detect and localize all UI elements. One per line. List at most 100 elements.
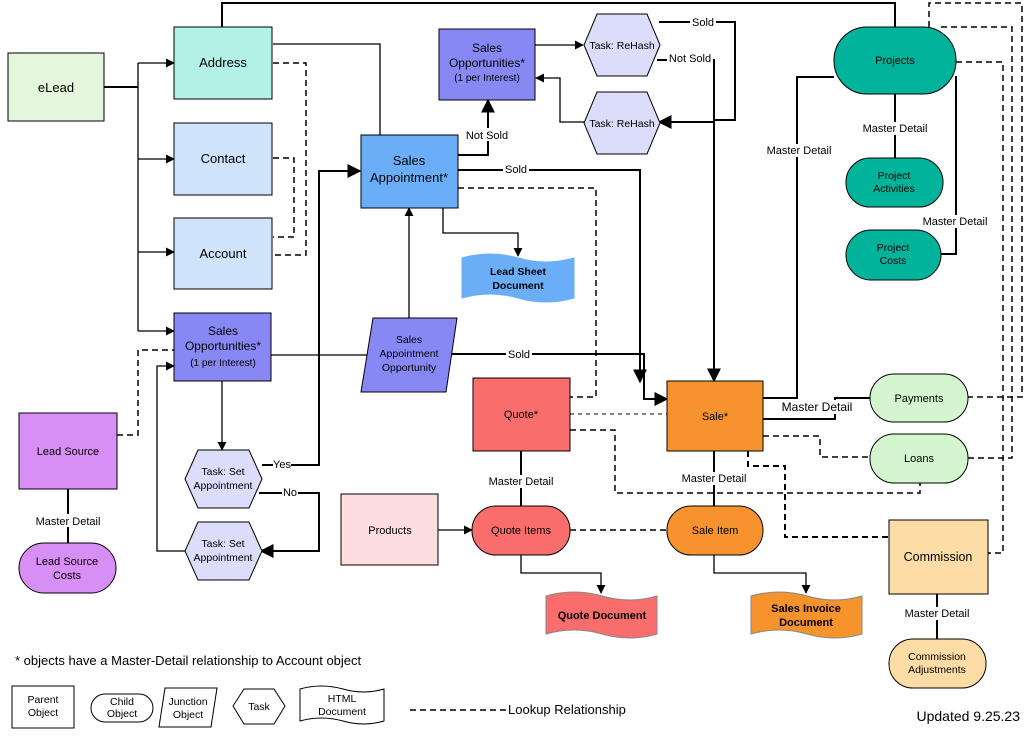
- quote-document-label: Quote Document: [558, 610, 647, 622]
- lead-source-node: [18, 412, 118, 490]
- task-rehash-1: [583, 13, 661, 77]
- project-activities-node: [845, 157, 944, 208]
- quote-node: [472, 377, 571, 452]
- sale-node: [666, 380, 764, 452]
- sales-opp-left-l2: Opportunities*: [185, 339, 261, 353]
- payments-node: [869, 373, 969, 423]
- edge-labels: Not Sold Sold Not Sold Sold Sold Yes No …: [33, 15, 991, 620]
- contact-node: [173, 122, 273, 196]
- projects-label: Projects: [875, 55, 915, 67]
- link-appt-leadsheet: [442, 208, 523, 257]
- lead-source-costs-node: [18, 542, 117, 594]
- legend-junction-l2: Object: [173, 709, 203, 721]
- task-set-appointment-2: [184, 521, 263, 581]
- project-costs-node: [845, 229, 942, 281]
- edge-label-not-sold-right: Not Sold: [669, 53, 711, 65]
- lead-sheet-document: [461, 253, 575, 303]
- legend-child-l1: Child: [110, 696, 134, 708]
- commission-adj-l1: Commission: [908, 651, 966, 663]
- task-set-appt-1-l2: Appointment: [194, 480, 253, 492]
- sales-invoice-l1: Sales Invoice: [771, 603, 841, 615]
- legend-child-object: [90, 693, 154, 723]
- edge-label-yes: Yes: [273, 459, 291, 471]
- legend-junction-object: [158, 687, 218, 728]
- legend-task-label: Task: [248, 701, 270, 713]
- edge-label-not-sold: Not Sold: [466, 130, 508, 142]
- edge-label-no: No: [283, 487, 297, 499]
- task-set-appt-2-l2: Appointment: [194, 552, 253, 564]
- sales-appointment-node: [360, 134, 459, 209]
- link-rehash-sold: [659, 21, 736, 383]
- edge-label-md-payments: Master Detail: [782, 400, 853, 414]
- edge-label-md-lead-source: Master Detail: [36, 516, 101, 528]
- sales-opportunities-left-node: [173, 312, 272, 382]
- legend-html-l2: Document: [318, 706, 366, 718]
- connectors: [67, 2, 1023, 639]
- legend-html-document: [299, 685, 385, 725]
- link-rehash-notsold: [657, 59, 715, 129]
- legend-child-l2: Object: [107, 708, 137, 720]
- project-costs-l1: Project: [877, 242, 910, 254]
- sales-opp-left-l3: (1 per Interest): [190, 358, 256, 369]
- sales-appt-l2: Appointment*: [370, 170, 448, 185]
- task-rehash-2-label: Task: ReHash: [589, 118, 655, 130]
- lookup-sale-commission: [747, 451, 889, 538]
- legend-parent-l1: Parent: [28, 694, 59, 706]
- lookup-projects-right: [956, 61, 1004, 554]
- quote-document: [545, 591, 658, 639]
- sale-item-node: [666, 505, 764, 556]
- edge-label-md-commission: Master Detail: [905, 608, 970, 620]
- account-label: Account: [200, 246, 247, 261]
- quote-label: Quote*: [504, 409, 539, 421]
- address-node: [173, 26, 273, 100]
- sales-opp-top-l1: Sales: [472, 41, 502, 55]
- project-costs-l2: Costs: [880, 255, 907, 267]
- link-task2-back: [156, 361, 187, 552]
- commission-adj-l2: Adjustments: [908, 664, 966, 676]
- payments-label: Payments: [895, 393, 944, 405]
- updated-date: Updated 9.25.23: [916, 708, 1020, 724]
- link-rehash2-back: [535, 73, 585, 123]
- lead-sheet-l1: Lead Sheet: [490, 266, 547, 278]
- edge-label-sold-mid: Sold: [505, 164, 527, 176]
- sao-l2: Appointment: [380, 348, 439, 360]
- sao-l1: Sales: [396, 334, 422, 346]
- address-label: Address: [199, 55, 247, 70]
- link-address-appt: [273, 43, 381, 135]
- quote-items-node: [471, 505, 571, 556]
- edge-label-sold-sao: Sold: [508, 349, 530, 361]
- projects-node: [833, 26, 957, 95]
- link-appt-notsold: [458, 98, 495, 156]
- lead-sheet-l2: Document: [492, 280, 544, 292]
- task-rehash-2: [583, 91, 661, 155]
- commission-label: Commission: [904, 550, 973, 564]
- project-activities-l2: Activities: [873, 183, 914, 195]
- lookup-quote-loans: [570, 429, 921, 494]
- elead-node: [7, 52, 105, 122]
- loans-node: [869, 433, 969, 484]
- footnote: * objects have a Master-Detail relations…: [15, 653, 362, 668]
- products-node: [340, 493, 439, 566]
- lookup-projects-loans: [941, 26, 1013, 459]
- sales-opportunities-top-node: [438, 28, 536, 101]
- sale-label: Sale*: [702, 411, 729, 423]
- lead-source-costs-l2: Costs: [53, 570, 82, 582]
- legend-html-l1: HTML: [328, 693, 357, 705]
- sales-invoice-l2: Document: [779, 617, 833, 629]
- edge-label-md-projects-right: Master Detail: [923, 216, 988, 228]
- task-set-appointment-1: [184, 449, 263, 509]
- sales-appointment-opportunity-node: [360, 317, 458, 393]
- sales-opp-top-l3: (1 per Interest): [454, 73, 520, 84]
- link-quoteitems-doc: [520, 555, 606, 594]
- legend: Parent Object Child Object Junction Obje…: [11, 685, 626, 729]
- legend-parent-l2: Object: [28, 707, 58, 719]
- lookup-leadsource: [117, 349, 174, 436]
- link-saleitem-doc: [713, 555, 811, 594]
- lookup-top-right: [928, 2, 1023, 398]
- sales-invoice-document: [750, 591, 863, 639]
- lead-source-costs-l1: Lead Source: [36, 556, 98, 568]
- sales-opp-top-l2: Opportunities*: [449, 56, 525, 70]
- project-activities-l1: Project: [878, 170, 911, 182]
- lookup-sale-loans: [763, 435, 870, 458]
